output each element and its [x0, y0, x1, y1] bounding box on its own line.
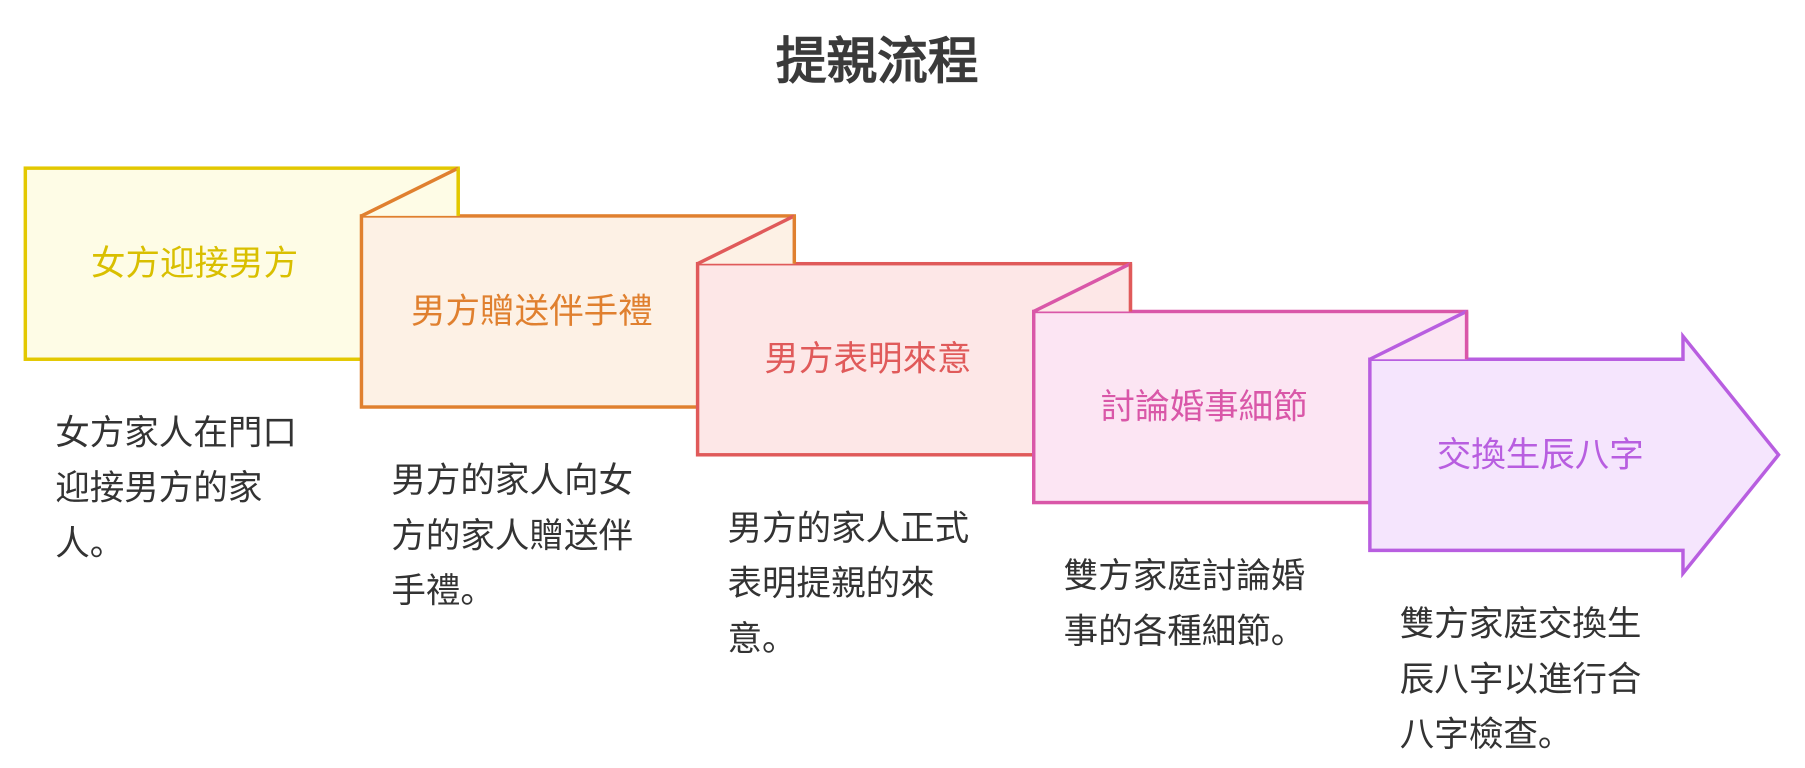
- step-description-line: 方的家人贈送伴: [391, 516, 633, 556]
- step-description-line: 女方家人在門口: [55, 413, 297, 453]
- step-description-line: 迎接男方的家: [55, 469, 262, 509]
- step-description-line: 辰八字以進行合: [1400, 660, 1642, 700]
- fold-edge: [1032, 262, 1132, 314]
- step-description-line: 手禮。: [391, 572, 495, 612]
- step-description-line: 八字檢查。: [1400, 715, 1573, 755]
- step-description-line: 事的各種細節。: [1064, 612, 1306, 652]
- step-description-line: 男方的家人正式: [728, 509, 970, 549]
- fold-edge: [360, 166, 459, 218]
- diagram-title: 提親流程: [776, 31, 979, 90]
- step-description-line: 意。: [728, 619, 797, 659]
- step-description-line: 雙方家庭討論婚: [1064, 557, 1306, 597]
- step-label: 男方表明來意: [764, 340, 971, 380]
- step-description-line: 雙方家庭交換生: [1400, 605, 1642, 645]
- step-label: 討論婚事細節: [1101, 388, 1308, 428]
- step-label: 交換生辰八字: [1437, 435, 1644, 475]
- step-label: 女方迎接男方: [91, 244, 298, 284]
- fold-edge: [1369, 309, 1468, 361]
- step-description-line: 表明提親的來: [728, 564, 935, 604]
- step-label: 男方贈送伴手禮: [411, 292, 653, 332]
- fold-flap: [1033, 263, 1131, 312]
- fold-edge: [696, 214, 796, 266]
- step-description-line: 男方的家人向女: [391, 461, 633, 501]
- step-description-line: 人。: [55, 524, 124, 564]
- step-arrow: [1368, 331, 1781, 579]
